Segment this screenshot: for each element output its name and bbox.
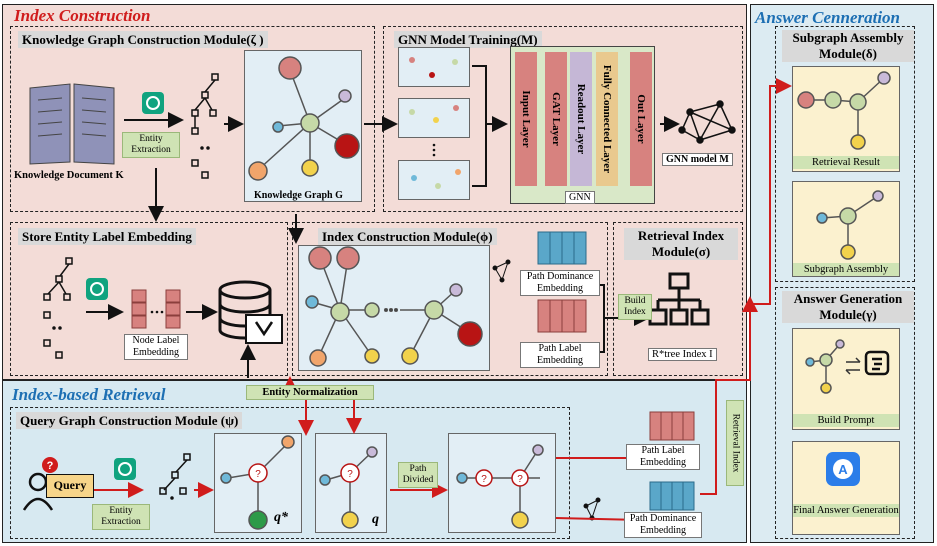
- q-label: q: [372, 512, 379, 527]
- path-label-bottom-label: Path Label Embedding: [626, 444, 700, 470]
- gnn-layer-readout: Readout Layer: [570, 52, 592, 186]
- gnn-label: GNN: [565, 191, 595, 204]
- gnn-model-label: GNN model M: [662, 153, 733, 166]
- gnn-layer-fully-connected: Fully Connected Layer: [596, 52, 618, 186]
- index-graph-box: [298, 245, 490, 371]
- index-graph: [305, 246, 483, 367]
- store-embedding-header: Store Entity Label Embedding: [18, 228, 196, 245]
- subgraph-assembly-module: [775, 26, 915, 282]
- q-star-label: q*: [274, 510, 288, 525]
- gnn-thumb-dots: [432, 143, 436, 157]
- openai-icon-store: [86, 278, 108, 300]
- retrieval-result-caption: Retrieval Result: [793, 156, 899, 169]
- rtree-index-label: R*tree Index I: [648, 348, 717, 361]
- svg-text:?: ?: [255, 469, 261, 480]
- gnn-mini-icon-2: [583, 497, 601, 521]
- gnn-mini-icon-1: [492, 259, 511, 283]
- build-index-tag: Build Index: [618, 294, 652, 320]
- entity-extraction-bottom-tag: Entity Extraction: [92, 504, 150, 530]
- database-icon: [218, 280, 283, 344]
- swap-icon: [845, 357, 861, 375]
- knowledge-document-label: Knowledge Document K: [14, 170, 124, 181]
- path-dominance-bottom-label: Path Dominance Embedding: [624, 512, 702, 538]
- gnn-training-header: GNN Model Training(M): [394, 31, 542, 48]
- query-box[interactable]: Query: [46, 474, 94, 498]
- question-icon: ?: [42, 457, 58, 473]
- path-dominance-cubes-bottom: [649, 481, 695, 511]
- knowledge-graph: [248, 56, 360, 181]
- knowledge-graph-label: Knowledge Graph G: [254, 190, 343, 201]
- entity-extraction-top-tag: Entity Extraction: [122, 132, 180, 158]
- query-graph-3: [456, 444, 544, 529]
- path-label-cubes-top: [537, 299, 587, 333]
- rtree-icon: [648, 272, 710, 326]
- book-icon: [29, 83, 115, 165]
- path-divided-tag: Path Divided: [398, 462, 438, 488]
- gnn-model-icon: [678, 100, 736, 144]
- index-retrieval-title: Index-based Retrieval: [12, 385, 166, 404]
- gnn-layer-input: Input Layer: [515, 52, 537, 186]
- gnn-input-graph-3: [398, 160, 470, 200]
- path-dominance-cubes-top: [537, 231, 587, 265]
- subgraph-assembly-graph: [816, 190, 884, 260]
- query-graph-2: [319, 446, 378, 529]
- path-label-top-label: Path Label Embedding: [520, 342, 600, 368]
- prompt-doc-icon: [864, 350, 890, 376]
- gnn-input-graph-1: [398, 47, 470, 87]
- tree-icon-top: [191, 73, 219, 179]
- assistant-app-icon: A: [826, 452, 860, 486]
- index-construction-title: Index Construction: [14, 6, 151, 25]
- kg-construction-module: [10, 26, 375, 212]
- index-construction-module: [292, 222, 608, 376]
- path-dominance-top-label: Path Dominance Embedding: [520, 270, 600, 296]
- answer-gen-header: Answer Generation Module(γ): [782, 291, 914, 323]
- build-prompt-graph: [805, 339, 845, 394]
- build-prompt-caption: Build Prompt: [793, 414, 899, 427]
- final-answer-caption: Final Answer Generation: [793, 504, 899, 517]
- openai-icon-top: [142, 92, 164, 114]
- answer-gen-module: [775, 287, 915, 539]
- answer-generation-title: Answer Cenneration: [755, 8, 901, 27]
- gnn-thumb-nodes: [409, 57, 461, 189]
- svg-text:?: ?: [47, 460, 54, 472]
- node-label-embedding-label: Node Label Embedding: [124, 334, 188, 360]
- retrieval-index-vertical-tag: Retrieval Index: [726, 400, 744, 486]
- retrieval-index-header: Retrieval Index Module(σ): [624, 228, 738, 260]
- path-label-cubes-bottom: [649, 411, 695, 441]
- query-graph-header: Query Graph Construction Module (ψ): [16, 412, 243, 429]
- tree-icon-store: [43, 257, 73, 359]
- subgraph-assembly-header: Subgraph Assembly Module(δ): [782, 30, 914, 62]
- gnn-layer-gat: GAT Layer: [545, 52, 567, 186]
- retrieval-result-graph: [797, 71, 891, 150]
- kg-construction-header: Knowledge Graph Construction Module(ζ ): [18, 31, 268, 48]
- gnn-layer-out: Out Layer: [630, 52, 652, 186]
- node-embedding-icon: [131, 289, 181, 329]
- svg-text:A: A: [838, 462, 848, 477]
- build-prompt-box: [792, 328, 900, 430]
- query-graph-1: [220, 435, 295, 530]
- query-question-marks: ????: [255, 469, 523, 485]
- svg-text:?: ?: [517, 474, 523, 485]
- svg-text:?: ?: [481, 474, 487, 485]
- tree-icon-query: [159, 453, 191, 500]
- index-construction-header: Index Construction Module(ϕ): [318, 228, 497, 245]
- store-embedding-module: [10, 222, 288, 376]
- svg-text:?: ?: [347, 469, 353, 480]
- query-graph-module: [10, 407, 570, 539]
- subgraph-assembly-caption: Subgraph Assembly: [793, 263, 899, 276]
- entity-normalization-tag: Entity Normalization: [246, 385, 374, 400]
- openai-icon-query: [114, 458, 136, 480]
